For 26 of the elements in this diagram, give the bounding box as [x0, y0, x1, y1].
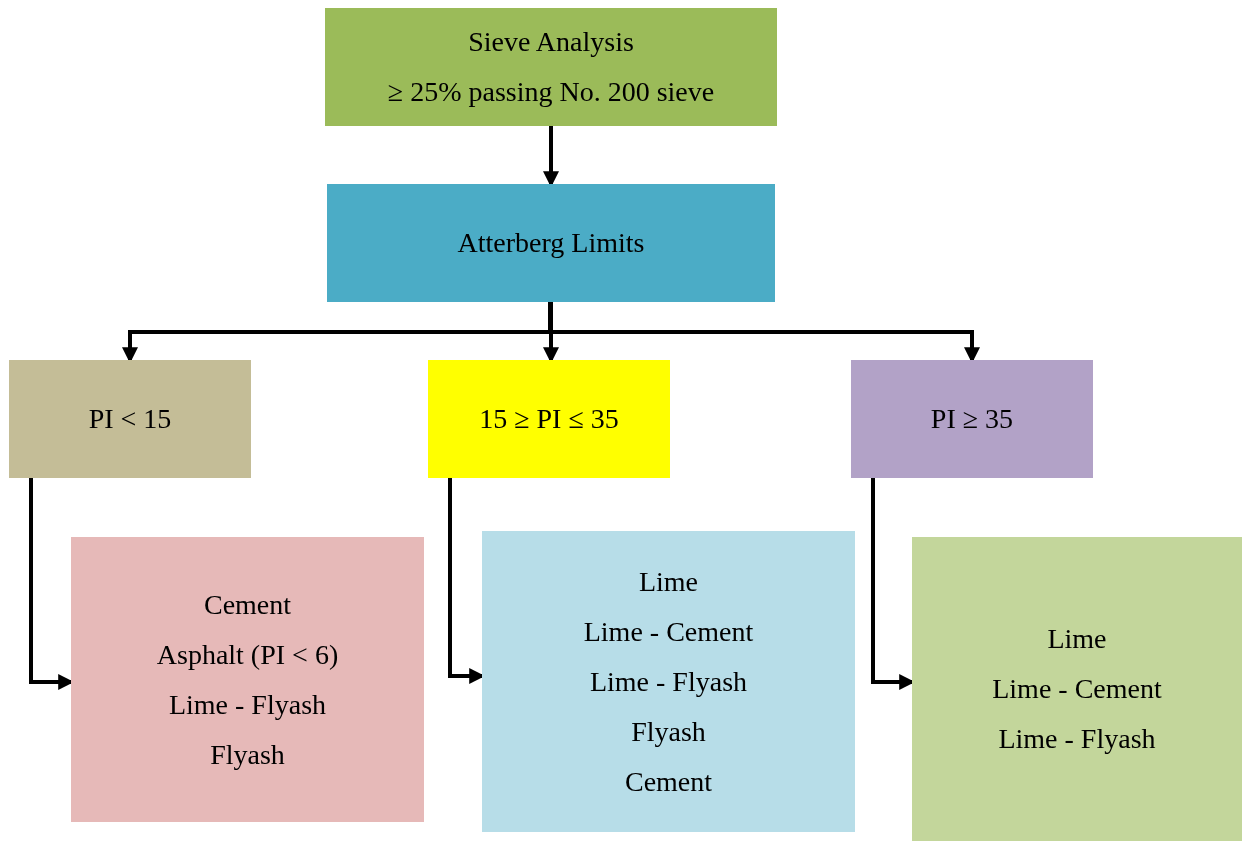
box-text: Lime - Flyash — [998, 722, 1156, 756]
box-text: Lime - Flyash — [589, 664, 748, 699]
box-text: PI < 15 — [88, 402, 172, 436]
box-text: 15 ≥ PI ≤ 35 — [479, 402, 619, 436]
condition-box — [428, 360, 670, 478]
process-box — [325, 8, 777, 126]
box-text: Lime — [1047, 622, 1107, 656]
box-text: Atterberg Limits — [457, 226, 645, 260]
condition-box — [9, 360, 251, 478]
box-text: Lime - Cement — [583, 614, 754, 649]
process-box — [327, 184, 775, 302]
option-box — [71, 537, 424, 822]
box-text: Lime - Flyash — [168, 687, 327, 722]
box-text: Cement — [624, 764, 713, 799]
box-text: Flyash — [631, 714, 706, 749]
box-text: Lime - Cement — [992, 672, 1162, 706]
condition-box — [851, 360, 1093, 478]
box-text: Flyash — [210, 737, 285, 772]
box-text: Lime — [638, 564, 699, 599]
box-text: Asphalt (PI < 6) — [156, 637, 339, 672]
box-text: PI ≥ 35 — [930, 402, 1014, 436]
box-text: Cement — [203, 587, 292, 622]
box-title: Sieve Analysis — [468, 25, 634, 59]
option-box — [912, 537, 1242, 841]
box-text: ≥ 25% passing No. 200 sieve — [387, 75, 715, 109]
option-box — [482, 531, 855, 832]
